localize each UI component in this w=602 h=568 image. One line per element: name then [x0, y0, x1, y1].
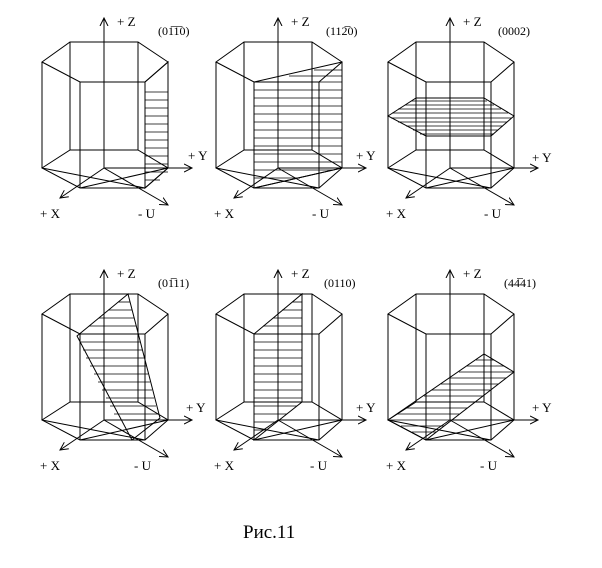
- hatched-plane: [76, 293, 161, 441]
- x-axis: [60, 419, 105, 450]
- x-axis-label: + X: [386, 458, 407, 473]
- miller-index-label: (0002): [498, 24, 530, 38]
- y-axis-label: + Y: [188, 148, 208, 163]
- x-axis-label: + X: [40, 458, 61, 473]
- hatched-plane: [144, 60, 169, 190]
- miller-index-label: (112̅0): [326, 24, 358, 38]
- z-axis-label: + Z: [117, 14, 136, 29]
- u-axis: [277, 167, 342, 205]
- u-axis: [449, 167, 514, 205]
- u-axis-label: - U: [484, 206, 502, 221]
- z-axis-label: + Z: [291, 266, 310, 281]
- u-axis: [449, 419, 514, 457]
- z-axis-label: + Z: [117, 266, 136, 281]
- u-axis-label: - U: [310, 458, 328, 473]
- panel-6: + Z + Y + X - U (44̅41): [386, 266, 552, 473]
- hex-prism: [215, 41, 343, 189]
- u-axis-label: - U: [312, 206, 330, 221]
- z-axis-label: + Z: [463, 14, 482, 29]
- z-axis-label: + Z: [463, 266, 482, 281]
- z-axis-label: + Z: [291, 14, 310, 29]
- u-axis-label: - U: [138, 206, 156, 221]
- miller-index-label: (0110): [324, 276, 356, 290]
- y-axis-label: + Y: [356, 400, 376, 415]
- hatched-plane: [253, 61, 343, 189]
- hex-prism: [215, 293, 343, 441]
- u-axis-label: - U: [134, 458, 152, 473]
- panel-1: + Z + Y + X - U (01̅1̅0): [40, 14, 208, 221]
- y-axis-label: + Y: [532, 400, 552, 415]
- hatched-plane: [387, 97, 515, 137]
- x-axis-label: + X: [214, 458, 235, 473]
- panel-4: + Z + Y + X - U (01̅11): [40, 266, 206, 473]
- y-axis-label: + Y: [532, 150, 552, 165]
- x-axis: [234, 167, 279, 198]
- x-axis: [234, 419, 279, 450]
- x-axis: [60, 167, 105, 198]
- panel-5: + Z + Y + X - U (0110): [214, 266, 376, 473]
- panel-2: + Z + Y + X - U (112̅0): [214, 14, 376, 221]
- y-axis-label: + Y: [186, 400, 206, 415]
- u-axis: [103, 167, 168, 205]
- u-axis-label: - U: [480, 458, 498, 473]
- miller-index-label: (01̅11): [158, 276, 189, 290]
- miller-index-label: (01̅1̅0): [158, 24, 190, 38]
- miller-index-label: (44̅41): [504, 276, 536, 290]
- hex-prism: [387, 293, 515, 441]
- hex-prism: [41, 293, 169, 441]
- hex-prism: [41, 41, 169, 189]
- u-axis: [277, 419, 342, 457]
- u-axis: [103, 419, 168, 457]
- y-axis-label: + Y: [356, 148, 376, 163]
- hatched-plane: [387, 353, 515, 441]
- figure-caption: Рис.11: [243, 522, 295, 543]
- x-axis: [406, 419, 451, 450]
- x-axis-label: + X: [386, 206, 407, 221]
- x-axis-label: + X: [214, 206, 235, 221]
- panel-3: + Z + Y + X - U (0002): [386, 14, 552, 221]
- hex-prism: [387, 41, 515, 189]
- x-axis-label: + X: [40, 206, 61, 221]
- x-axis: [406, 167, 451, 198]
